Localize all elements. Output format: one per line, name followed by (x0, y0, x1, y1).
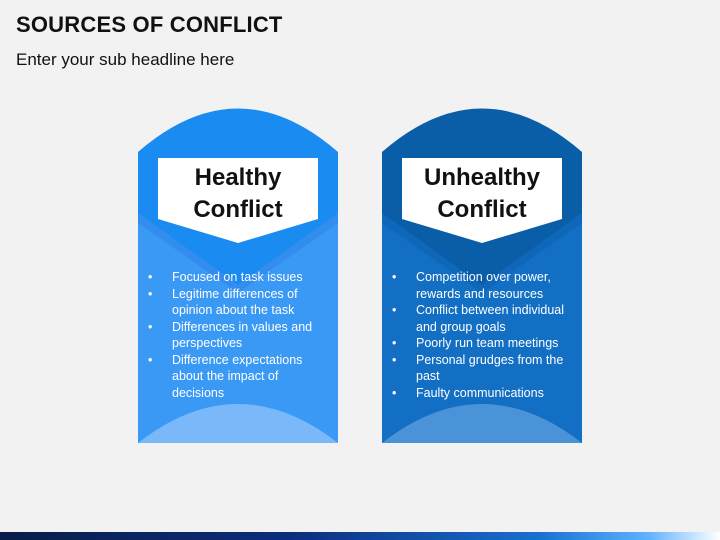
card-label: Healthy Conflict (193, 163, 283, 223)
list-item: Difference expectations about the impact… (148, 352, 333, 402)
healthy-conflict-card: Healthy Conflict Focused on task issues … (138, 95, 338, 443)
list-item: Poorly run team meetings (392, 335, 577, 352)
list-item: Differences in values and perspectives (148, 319, 333, 352)
card-label: Unhealthy Conflict (423, 163, 540, 223)
unhealthy-conflict-card: Unhealthy Conflict Competition over powe… (382, 95, 582, 443)
page-title: SOURCES OF CONFLICT (16, 12, 283, 37)
label-tab-shape (402, 158, 562, 243)
list-item: Conflict between individual and group go… (392, 302, 577, 335)
list-item: Faulty communications (392, 385, 577, 402)
list-item: Legitime differences of opinion about th… (148, 286, 333, 319)
list-item: Personal grudges from the past (392, 352, 577, 385)
footer-gradient-bar (0, 532, 720, 540)
page-subtitle: Enter your sub headline here (16, 50, 235, 69)
list-item: Competition over power, rewards and reso… (392, 269, 577, 302)
label-tab-shape (158, 158, 318, 243)
bullet-list: Focused on task issues Legitime differen… (148, 269, 333, 401)
list-item: Focused on task issues (148, 269, 333, 286)
bullet-list: Competition over power, rewards and reso… (392, 269, 577, 401)
